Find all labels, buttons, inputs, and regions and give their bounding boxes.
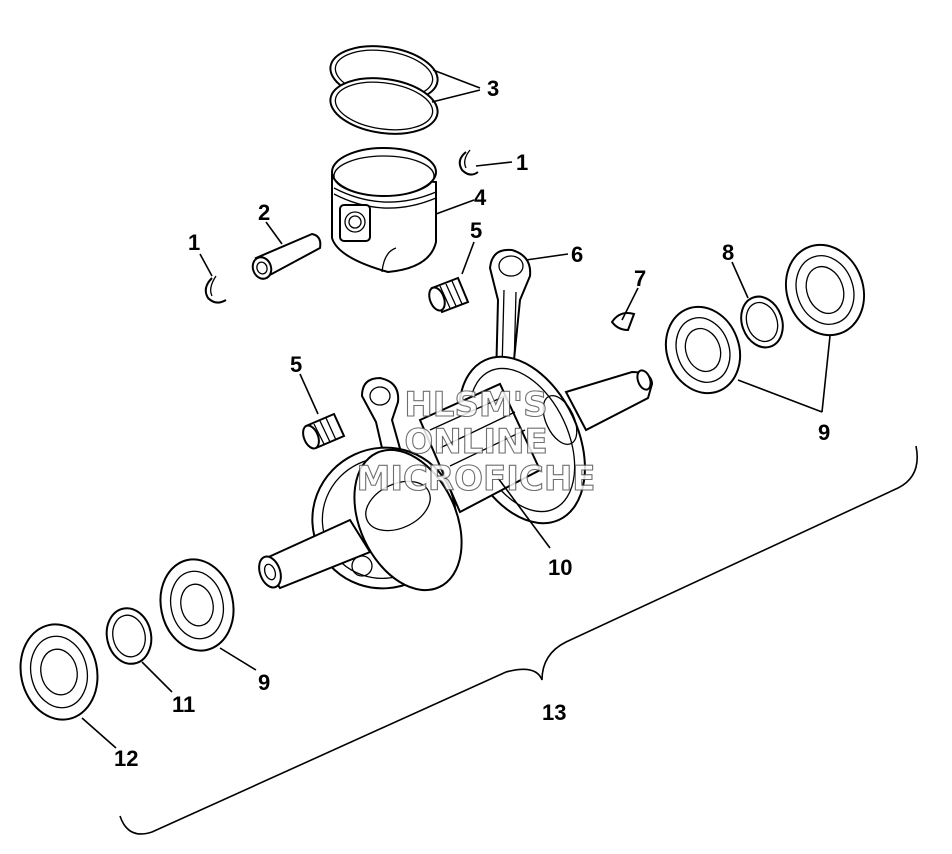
- callout-13: 13: [542, 700, 566, 725]
- callout-9-left: 9: [258, 670, 270, 695]
- shim-ring: [740, 295, 784, 349]
- callout-5-left: 5: [290, 352, 302, 377]
- callout-7: 7: [634, 266, 646, 291]
- needle-bearing-left: [302, 412, 346, 450]
- woodruff-key: [610, 312, 636, 332]
- oil-seal: [19, 623, 99, 721]
- callout-1-top: 1: [516, 150, 528, 175]
- watermark-line3: MICROFICHE: [356, 459, 595, 499]
- main-bearing-left: [159, 558, 235, 652]
- callout-1-left: 1: [188, 230, 200, 255]
- piston-rings: [329, 45, 439, 135]
- main-bearing-right-outer: [784, 243, 866, 337]
- needle-bearing-top: [428, 276, 470, 314]
- spacer-ring: [105, 607, 153, 665]
- circlip-top: [458, 149, 479, 176]
- watermark-line2: ONLINE: [404, 422, 547, 462]
- watermark-line1: HLSM'S: [404, 385, 547, 425]
- callout-12: 12: [114, 746, 138, 771]
- leader-lines: [81, 69, 831, 749]
- callout-8: 8: [722, 240, 734, 265]
- callout-3: 3: [487, 76, 499, 101]
- assembly-bracket: [119, 445, 918, 835]
- callout-5-top: 5: [470, 218, 482, 243]
- callout-4: 4: [474, 185, 487, 210]
- wrist-pin: [251, 232, 322, 280]
- watermark: HLSM'S ONLINE MICROFICHE: [356, 384, 596, 499]
- piston: [331, 147, 437, 274]
- main-bearing-right-inner: [664, 305, 742, 395]
- circlip-left: [204, 275, 227, 304]
- callout-10: 10: [548, 555, 572, 580]
- callout-labels: 3 1 4 2 1 5 6 7 8 5 9 10 9 11 13 12: [114, 76, 830, 771]
- callout-2: 2: [258, 200, 270, 225]
- callout-9-right: 9: [818, 420, 830, 445]
- callout-11: 11: [172, 692, 195, 717]
- crankshaft-assembly: [258, 355, 654, 592]
- callout-6: 6: [571, 242, 583, 267]
